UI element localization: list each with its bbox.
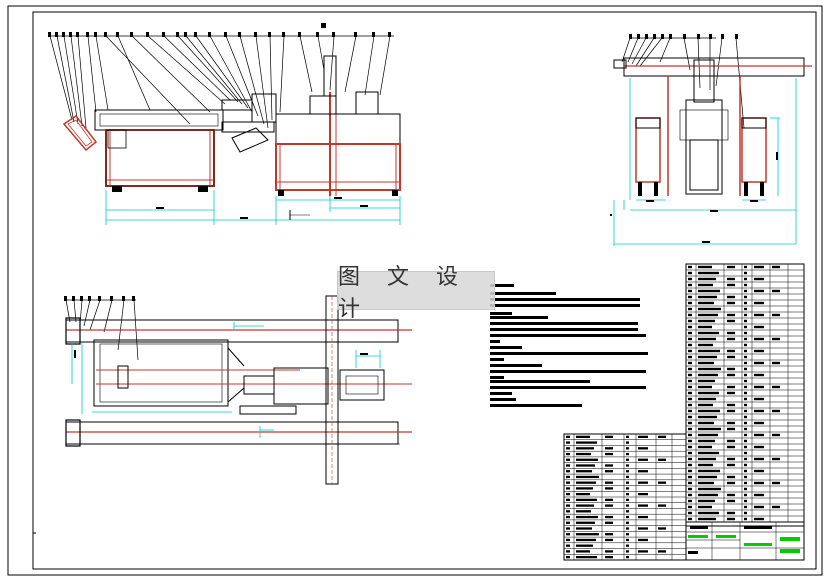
front-elevation-view: [48, 23, 401, 225]
side-elevation-view: [610, 34, 812, 246]
outer-border: [7, 5, 823, 576]
front-view-balloon-ticks: [48, 23, 391, 37]
parts-list-upper: [685, 263, 805, 527]
inner-frame: [32, 11, 817, 570]
parts-list-lower: [563, 433, 687, 561]
watermark-label: 图 文 设 计: [337, 265, 495, 322]
technical-notes: [490, 284, 648, 407]
title-block: [685, 521, 805, 561]
plan-view: [64, 295, 412, 485]
front-view-leaders: [48, 35, 394, 129]
